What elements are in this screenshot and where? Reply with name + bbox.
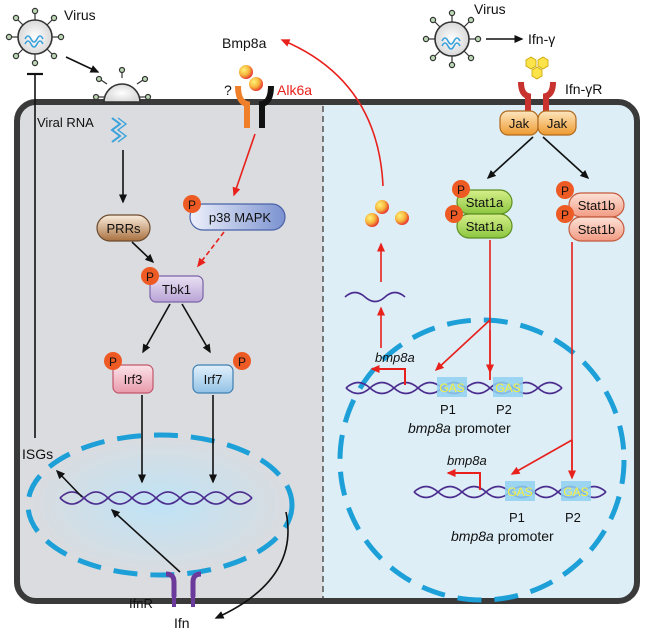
gas-box-1b [505,481,535,501]
ifn-gamma-label: Ifn-γ [528,31,555,47]
tbk1-phospho: P [146,270,154,284]
irf7-node [192,364,234,394]
ifnr-to-dna [110,508,181,573]
virus-particle-right [422,9,482,69]
dna-left [59,491,253,505]
ifnr-label: IfnR [129,596,153,611]
virus-entry-arrow [65,56,100,73]
stat1b-phospho-bottom: P [561,208,569,222]
gas-box-1a [437,377,467,397]
alk6a-label: Alk6a [277,82,312,98]
ifn-gamma-r-label: Ifn-γR [565,81,602,97]
irf7-label: Irf7 [204,372,223,387]
gas-label-1b: GAS [507,485,532,499]
stat1b-label-top: Stat1b [578,198,616,213]
stat1b-label-bottom: Stat1b [578,222,616,237]
p38-phospho: P [188,198,196,212]
bmp8a-mrna [344,291,406,303]
cell-membrane [14,99,640,604]
bmp8a-gene-label-1: bmp8a [375,350,415,365]
stat1a-node-bottom [456,213,513,239]
stat1a-phospho-bottom: P [450,208,458,222]
right-nucleus [337,317,627,603]
p2-label-a: P2 [496,402,512,417]
irf3-node [112,364,154,394]
irf3-label: Irf3 [124,372,143,387]
stat1a-label-top: Stat1a [466,195,504,210]
isgs-label: ISGs [22,446,53,462]
irf7-phospho: P [238,355,246,369]
bmp8a-ligand-top [239,65,263,91]
bmp8a-label: Bmp8a [222,35,267,51]
bmp8a-export-arrow [280,39,384,187]
tbk1-label: Tbk1 [162,282,191,297]
stat1a-label-bottom: Stat1a [466,219,504,234]
virus-label-right: Virus [474,1,506,17]
ifn-gamma-ligands [525,56,549,80]
ifn-label: Ifn [174,615,190,631]
gas-box-2b [561,481,591,501]
viral-rna-icon [110,117,122,143]
prrs-label: PRRs [107,221,141,236]
right-compartment [323,102,637,601]
promoter-label-b: bmp8a promoter [451,528,554,544]
tss-arrow-2 [446,469,481,490]
tss-arrow-1 [370,365,406,385]
ifn-gamma-receptor [518,81,556,112]
p38-label: p38 MAPK [209,210,271,225]
bmp8a-secreted [365,200,409,227]
gas-label-2b: GAS [563,485,588,499]
gas-box-2a [493,377,523,397]
p1-label-a: P1 [440,402,456,417]
p2-label-b: P2 [565,510,581,525]
left-nucleus [25,432,295,578]
viral-rna-label: Viral RNA [37,115,94,130]
virus-label-left: Virus [64,7,96,23]
p38-to-tbk1 [197,231,225,268]
question-mark: ? [224,82,232,98]
alk6a-receptor [235,85,274,128]
stat1a-phospho-top: P [457,183,465,197]
prrs-node [96,214,151,242]
stat1b-phospho-top: P [561,184,569,198]
promoter-label-a: bmp8a promoter [408,420,511,436]
gas-label-1a: GAS [439,381,464,395]
bmp8a-gene-label-2: bmp8a [447,453,487,468]
virus-particle-left [5,7,65,67]
stat1b-node-bottom [568,216,625,242]
p38-node [189,203,286,231]
jak-node-2 [537,110,577,136]
gas-label-2a: GAS [495,381,520,395]
p1-label-b: P1 [509,510,525,525]
dna-to-ifn [214,511,289,619]
irf3-phospho: P [109,355,117,369]
virus-docking [92,66,152,103]
jak-label-2: Jak [547,116,568,131]
tbk1-node [149,275,204,303]
ifnr-receptor [165,571,202,607]
jak-label-1: Jak [509,116,530,131]
